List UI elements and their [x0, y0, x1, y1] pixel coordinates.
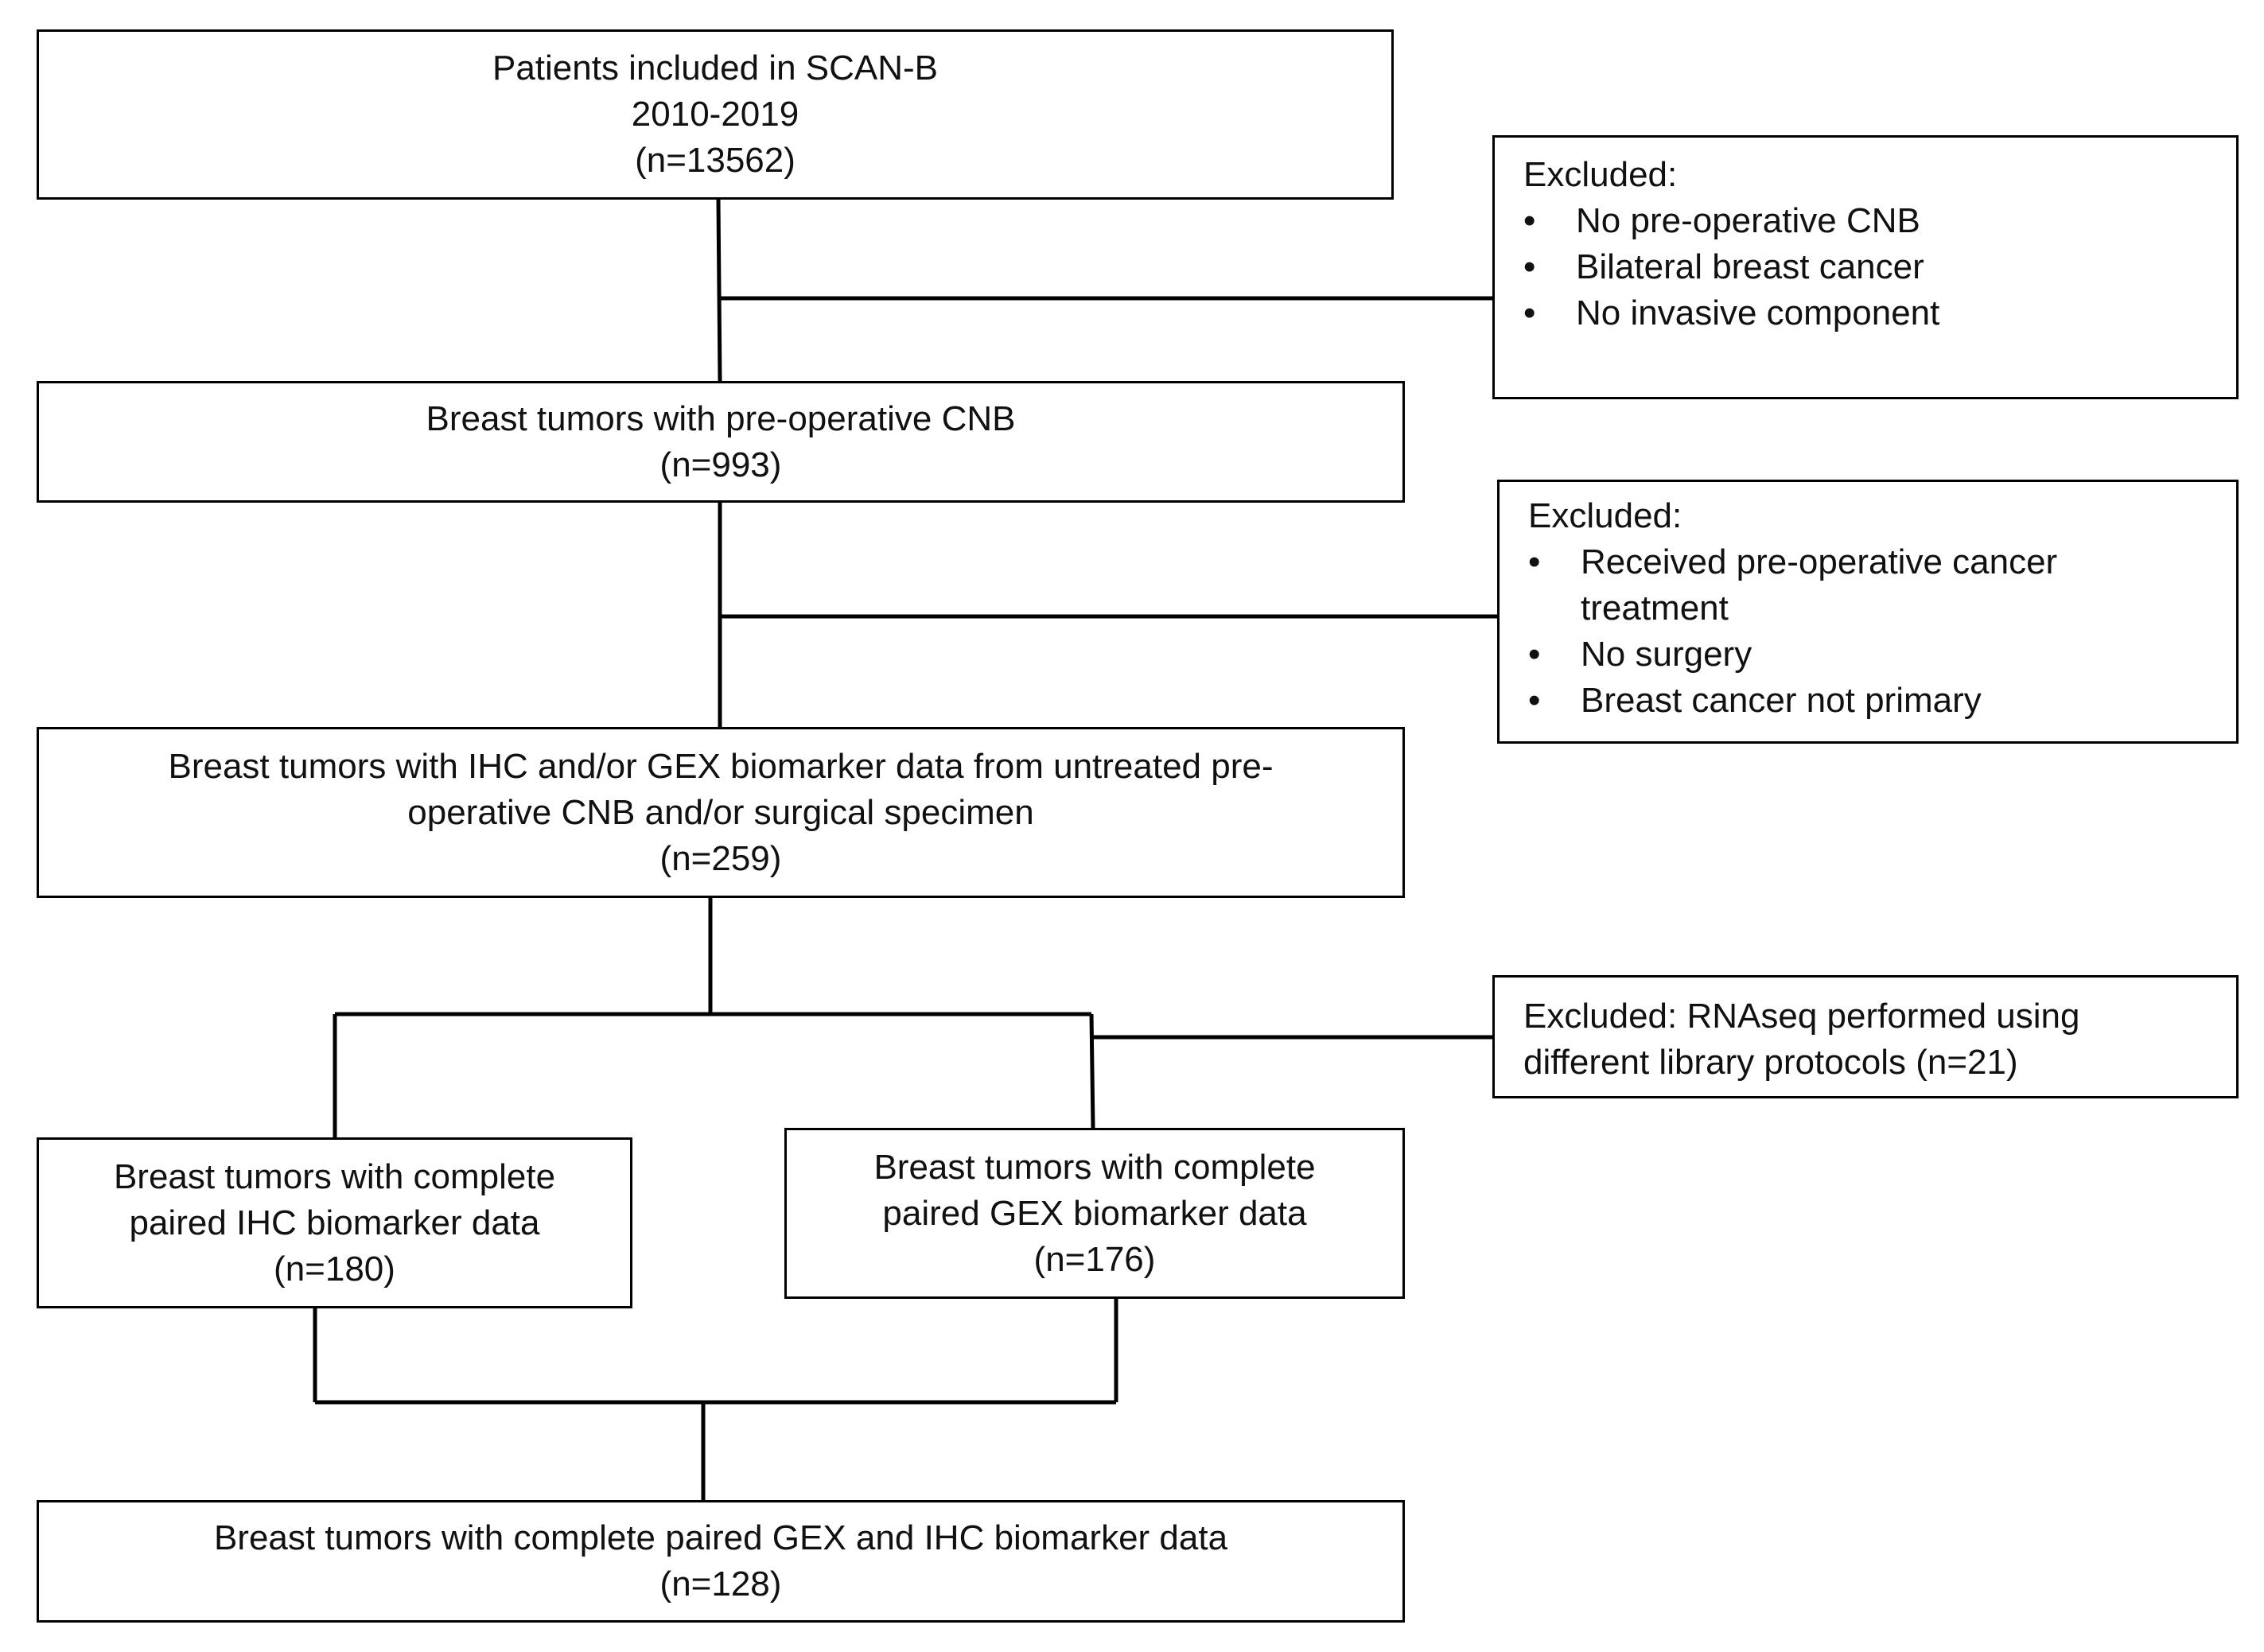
- bullet-icon: •: [1528, 635, 1541, 674]
- exclusion-2-item: • Breast cancer not primary: [1528, 678, 2236, 724]
- ihc-line-2: paired IHC biomarker data: [129, 1203, 540, 1242]
- exclusion-2-item-text: Received pre-operative cancer treatment: [1581, 542, 2058, 628]
- exclusion-2-item: • No surgery: [1528, 632, 2236, 678]
- exclusion-box-3: Excluded: RNAseq performed using differe…: [1492, 975, 2239, 1098]
- exclusion-1-item-text: Bilateral breast cancer: [1576, 247, 1924, 286]
- exclusion-1-title: Excluded:: [1523, 155, 1678, 194]
- exclusion-1-item-text: No pre-operative CNB: [1576, 201, 1920, 240]
- gex-line-1: Breast tumors with complete: [873, 1147, 1316, 1187]
- connector-patients-to-cnb: [716, 199, 722, 382]
- biomarker-line-1: Breast tumors with IHC and/or GEX biomar…: [168, 746, 1274, 786]
- ihc-line-1: Breast tumors with complete: [113, 1156, 556, 1196]
- cnb-line-1: Breast tumors with pre-operative CNB: [426, 398, 1016, 438]
- patients-line-2: 2010-2019: [631, 95, 799, 134]
- connector-split-to-gex: [1089, 1013, 1095, 1129]
- exclusion-3-line-1: Excluded: RNAseq performed using: [1523, 997, 2080, 1036]
- exclusion-1-list: • No pre-operative CNB • Bilateral breas…: [1523, 198, 2236, 336]
- exclusion-2-item-text: No surgery: [1581, 635, 1752, 674]
- patients-line-1: Patients included in SCAN-B: [492, 49, 939, 87]
- biomarker-box: Breast tumors with IHC and/or GEX biomar…: [37, 727, 1405, 898]
- final-line-1: Breast tumors with complete paired GEX a…: [213, 1518, 1228, 1557]
- exclusion-1-item: • Bilateral breast cancer: [1523, 244, 2236, 290]
- bullet-icon: •: [1523, 293, 1536, 332]
- gex-line-2: paired GEX biomarker data: [882, 1193, 1307, 1233]
- exclusion-box-2: Excluded: • Received pre-operative cance…: [1497, 480, 2239, 744]
- exclusion-box-1: Excluded: • No pre-operative CNB • Bilat…: [1492, 135, 2239, 399]
- cnb-box: Breast tumors with pre-operative CNB (n=…: [37, 381, 1405, 503]
- final-box: Breast tumors with complete paired GEX a…: [37, 1500, 1405, 1623]
- gex-count: (n=176): [1033, 1239, 1156, 1279]
- final-count: (n=128): [659, 1565, 782, 1603]
- biomarker-line-2: operative CNB and/or surgical specimen: [407, 792, 1034, 832]
- cnb-count: (n=993): [659, 445, 782, 484]
- patients-box: Patients included in SCAN-B 2010-2019 (n…: [37, 29, 1394, 200]
- ihc-count: (n=180): [274, 1249, 395, 1289]
- bullet-icon: •: [1523, 201, 1536, 240]
- ihc-box: Breast tumors with complete paired IHC b…: [37, 1137, 632, 1308]
- exclusion-1-item-text: No invasive component: [1576, 293, 1940, 332]
- exclusion-2-item: • Received pre-operative cancer treatmen…: [1528, 539, 2153, 632]
- exclusion-3-line-2: different library protocols (n=21): [1523, 1043, 2018, 1082]
- exclusion-2-title: Excluded:: [1528, 496, 1682, 535]
- exclusion-2-item-text: Breast cancer not primary: [1581, 681, 1982, 720]
- exclusion-1-item: • No pre-operative CNB: [1523, 198, 2236, 244]
- gex-box: Breast tumors with complete paired GEX b…: [784, 1128, 1405, 1299]
- exclusion-2-list: • Received pre-operative cancer treatmen…: [1528, 539, 2236, 724]
- bullet-icon: •: [1523, 247, 1536, 286]
- exclusion-1-item: • No invasive component: [1523, 290, 2236, 336]
- bullet-icon: •: [1528, 542, 1541, 581]
- biomarker-count: (n=259): [659, 838, 782, 878]
- bullet-icon: •: [1528, 681, 1541, 720]
- patients-count: (n=13562): [635, 141, 796, 180]
